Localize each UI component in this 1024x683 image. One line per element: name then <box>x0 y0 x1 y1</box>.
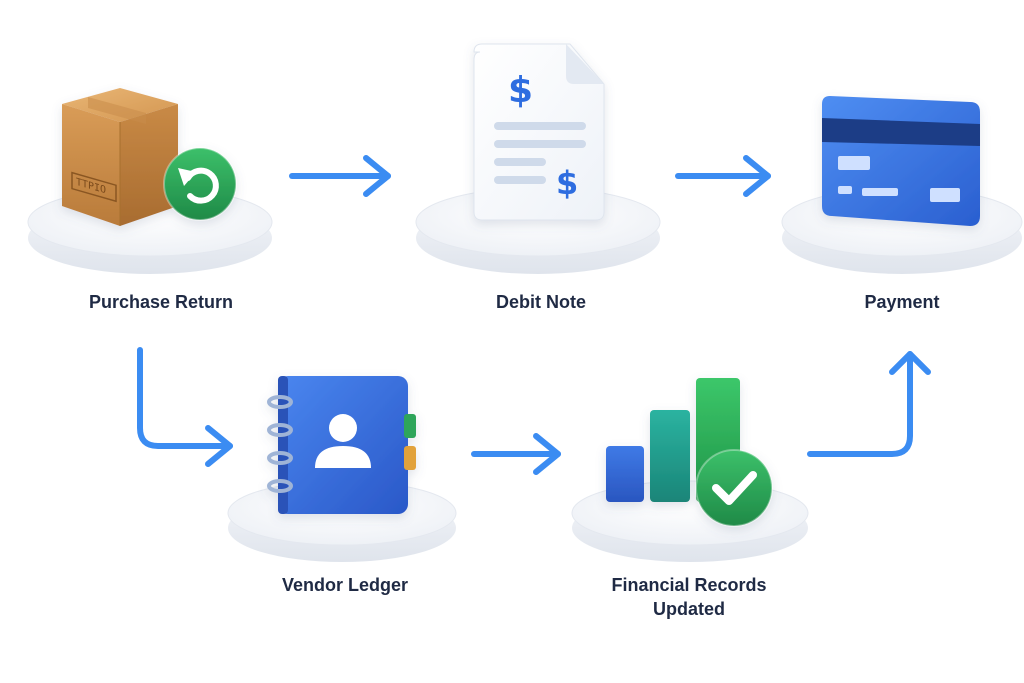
step-label-payment: Payment <box>864 292 940 312</box>
address-book-icon <box>267 376 416 514</box>
step-label-purchase-return: Purchase Return <box>88 292 234 312</box>
step-label-financial-records: Financial Records Updated <box>611 575 767 619</box>
step-label-vendor-ledger: Vendor Ledger <box>281 575 409 595</box>
arrow-return-to-vendor-ledger <box>137 347 233 467</box>
arrow-records-to-payment <box>807 351 931 457</box>
step-label-debit-note: Debit Note <box>496 292 586 312</box>
document-dollar-icon: $ $ <box>473 43 605 221</box>
credit-card-icon <box>822 96 980 226</box>
bar-chart-check-icon <box>606 378 773 527</box>
svg-text:$: $ <box>508 70 533 111</box>
arrow-ledger-to-records <box>471 433 561 475</box>
box-return-icon: TTPIO <box>62 88 237 226</box>
arrow-return-to-debit-note <box>289 155 391 197</box>
arrow-debit-note-to-payment <box>675 155 771 197</box>
svg-text:$: $ <box>556 164 578 202</box>
